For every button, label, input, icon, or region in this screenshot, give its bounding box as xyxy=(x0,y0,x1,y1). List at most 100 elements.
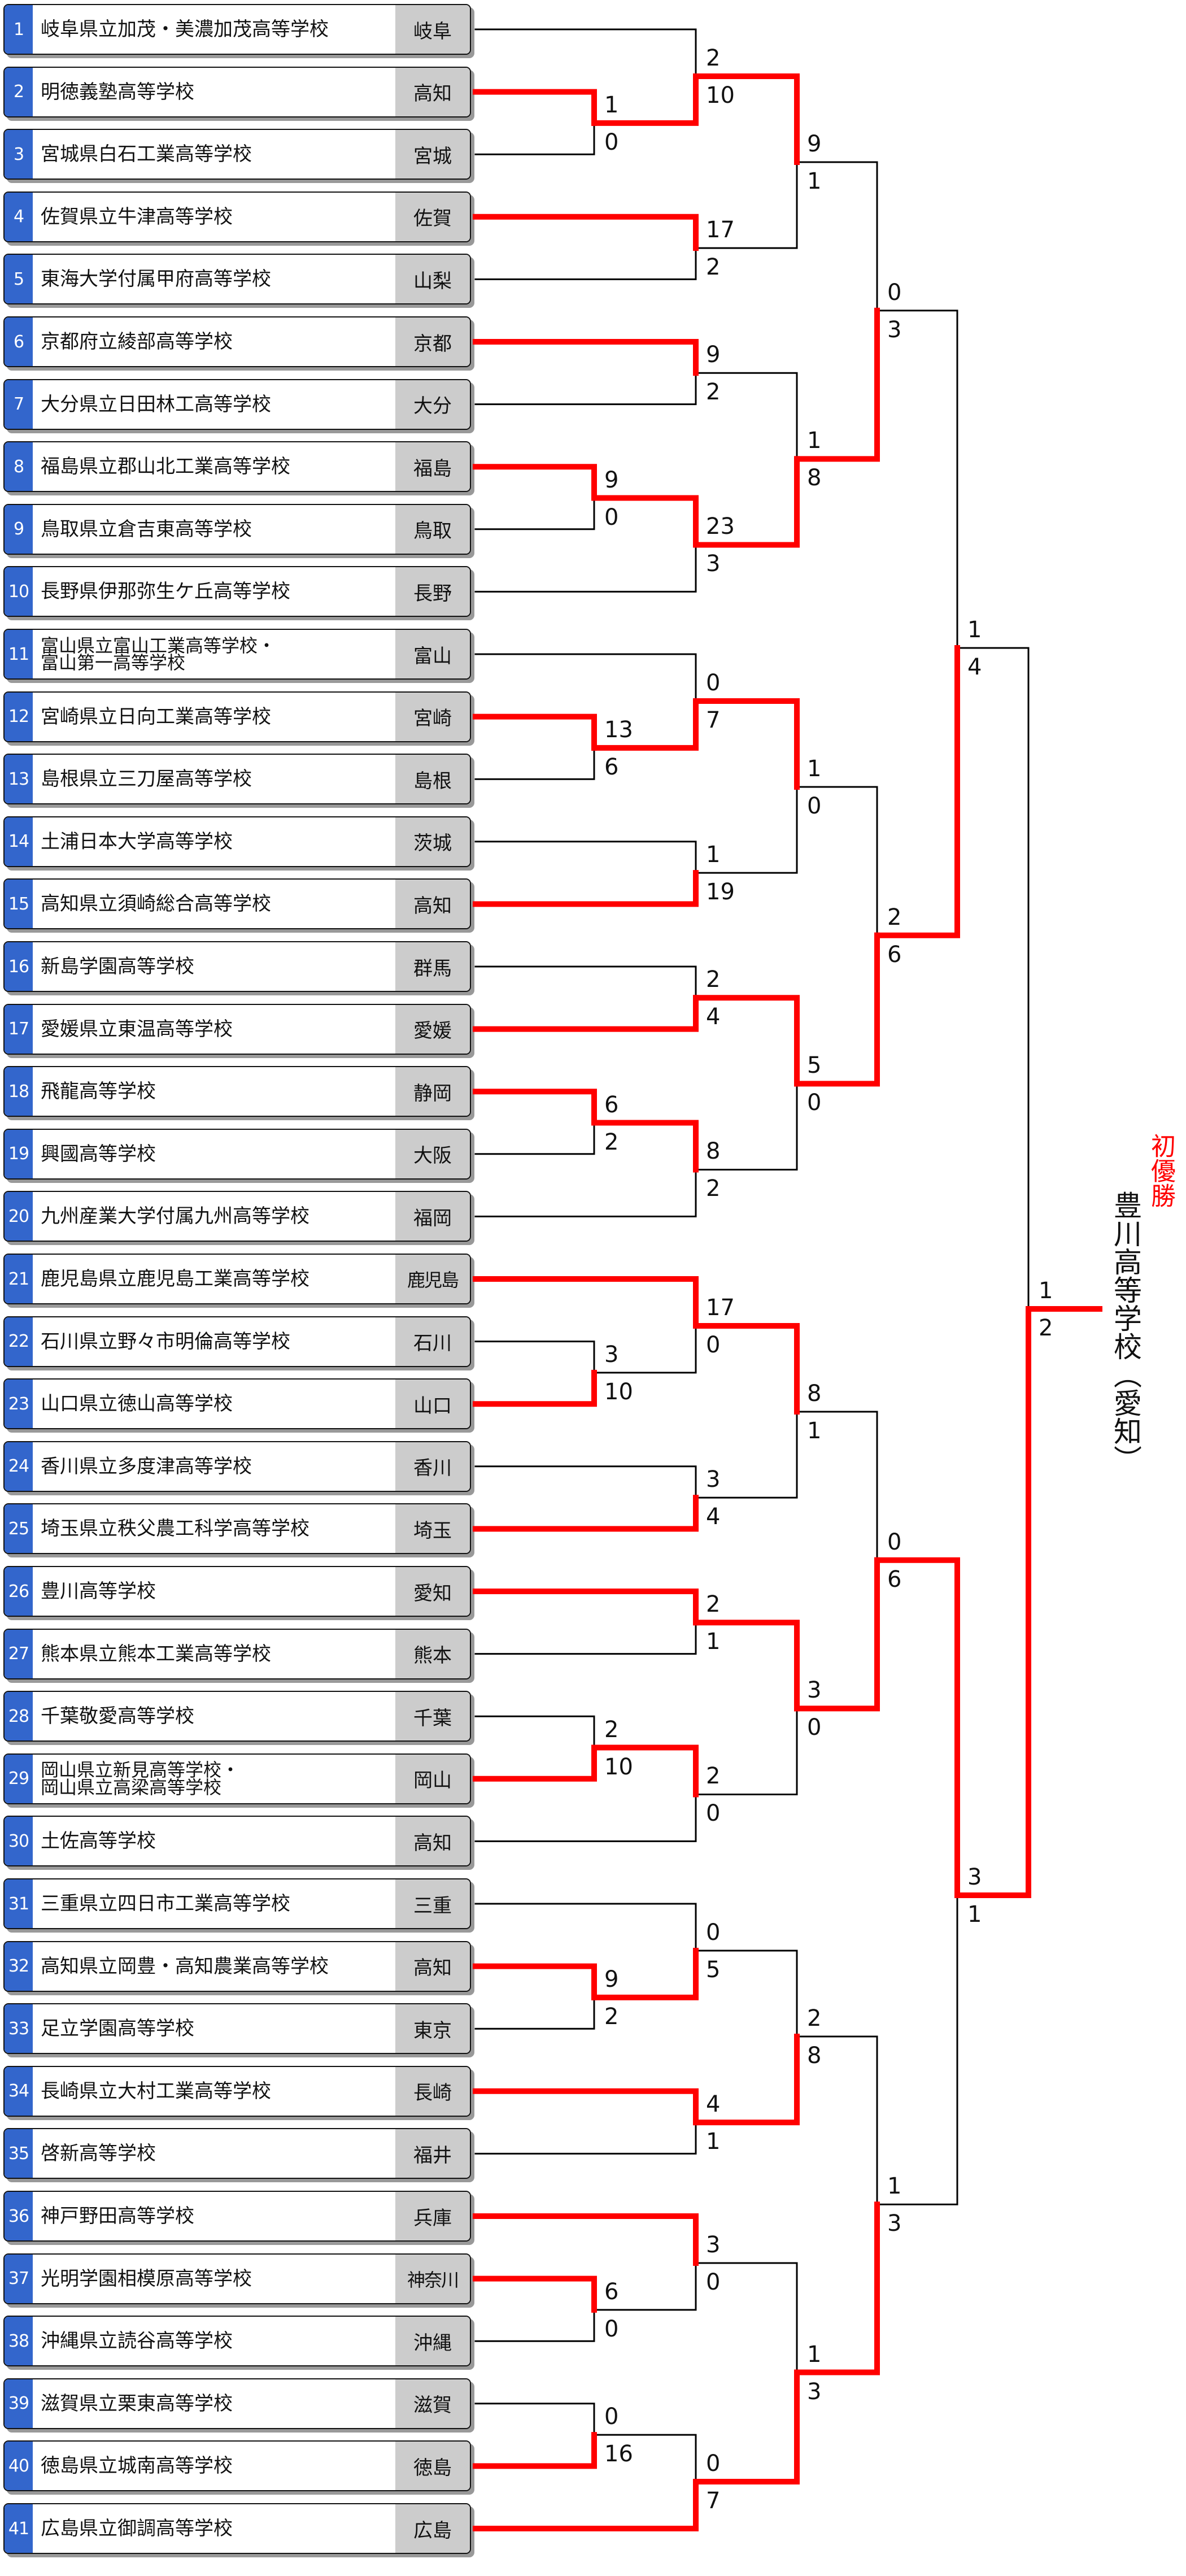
school-name: 石川県立野々市明倫高等学校 xyxy=(41,1330,290,1353)
score-top: 1 xyxy=(1039,1278,1053,1304)
winner-path xyxy=(693,995,800,1087)
score-bottom: 6 xyxy=(887,941,902,968)
seed-number: 30 xyxy=(5,1817,33,1866)
score-bottom: 2 xyxy=(604,2003,619,2030)
winner-path xyxy=(473,1369,597,1407)
bracket-line xyxy=(474,247,697,280)
score-bottom: 6 xyxy=(604,754,619,780)
score-bottom: 4 xyxy=(706,1504,721,1530)
seed-number: 29 xyxy=(5,1754,33,1803)
seed-number: 10 xyxy=(5,567,33,616)
bracket-line xyxy=(474,1715,595,1748)
school-name: 光明学園相模原高等学校 xyxy=(41,2267,252,2290)
score-top: 1 xyxy=(967,617,982,643)
score-top: 0 xyxy=(706,2451,721,2477)
winner-path xyxy=(473,995,699,1032)
prefecture: 高知 xyxy=(395,1817,470,1866)
school-name: 沖縄県立読谷高等学校 xyxy=(41,2330,233,2353)
seed-number: 12 xyxy=(5,692,33,741)
winner-path xyxy=(954,1306,1031,1898)
school-name: 京都府立綾部高等学校 xyxy=(41,330,233,353)
winner-path xyxy=(473,464,597,501)
prefecture: 熊本 xyxy=(395,1629,470,1678)
score-top: 3 xyxy=(604,1341,619,1368)
prefecture: 埼玉 xyxy=(395,1504,470,1554)
bracket-line xyxy=(474,1341,595,1374)
school-name: 山口県立徳山高等学校 xyxy=(41,1393,233,1416)
seed-number: 18 xyxy=(5,1067,33,1116)
winner-path xyxy=(473,1744,597,1782)
prefecture: 大阪 xyxy=(395,1129,470,1178)
score-top: 0 xyxy=(604,2404,619,2430)
score-top: 2 xyxy=(807,2005,822,2032)
score-bottom: 8 xyxy=(807,465,822,491)
prefecture: 広島 xyxy=(395,2504,470,2553)
score-bottom: 7 xyxy=(706,2488,721,2514)
seed-number: 41 xyxy=(5,2504,33,2553)
score-bottom: 0 xyxy=(604,129,619,155)
score-top: 6 xyxy=(604,2278,619,2305)
school-name: 鳥取県立倉吉東高等学校 xyxy=(41,517,252,541)
seed-number: 34 xyxy=(5,2066,33,2116)
seed-number: 40 xyxy=(5,2442,33,2491)
seed-number: 28 xyxy=(5,1692,33,1741)
seed-number: 22 xyxy=(5,1317,33,1366)
bracket-line xyxy=(593,2434,697,2483)
score-bottom: 0 xyxy=(604,504,619,530)
bracket-line xyxy=(474,1465,697,1499)
prefecture: 大分 xyxy=(395,380,470,429)
winner-path xyxy=(591,495,699,548)
score-top: 3 xyxy=(967,1864,982,1890)
prefecture: 長野 xyxy=(395,567,470,616)
winner-path xyxy=(473,1276,699,1329)
seed-number: 13 xyxy=(5,755,33,804)
school-name: 啓新高等学校 xyxy=(41,2142,156,2165)
score-top: 2 xyxy=(887,904,902,930)
winner-path xyxy=(473,2275,597,2313)
school-name: 佐賀県立牛津高等学校 xyxy=(41,205,233,228)
bracket-line xyxy=(695,1707,798,1795)
seed-number: 21 xyxy=(5,1255,33,1303)
bracket-line xyxy=(474,372,697,406)
school-name: 鹿児島県立鹿児島工業高等学校 xyxy=(41,1268,309,1290)
bracket-line xyxy=(474,1621,697,1655)
prefecture: 高知 xyxy=(395,67,470,116)
school-name: 豊川高等学校 xyxy=(41,1580,156,1603)
score-bottom: 2 xyxy=(706,254,721,281)
school-name: 熊本県立熊本工業高等学校 xyxy=(41,1642,271,1665)
winner-path xyxy=(473,2432,597,2469)
bracket-line xyxy=(876,310,958,649)
seed-number: 24 xyxy=(5,1442,33,1491)
score-top: 8 xyxy=(706,1138,721,1165)
score-bottom: 0 xyxy=(807,793,822,820)
seed-number: 14 xyxy=(5,817,33,866)
score-top: 2 xyxy=(706,1591,721,1618)
seed-number: 32 xyxy=(5,1942,33,1991)
school-name: 香川県立多度津高等学校 xyxy=(41,1455,252,1478)
prefecture: 徳島 xyxy=(395,2442,470,2491)
winner-path xyxy=(473,89,597,126)
seed-number: 35 xyxy=(5,2129,33,2178)
score-top: 9 xyxy=(604,467,619,493)
seed-number: 5 xyxy=(5,255,33,304)
school-name: 明徳義塾高等学校 xyxy=(41,80,194,103)
score-top: 17 xyxy=(706,1294,735,1321)
score-top: 8 xyxy=(807,1381,822,1407)
score-bottom: 1 xyxy=(807,1418,822,1444)
seed-number: 31 xyxy=(5,1879,33,1928)
bracket-line xyxy=(474,28,697,77)
seed-number: 19 xyxy=(5,1129,33,1178)
seed-number: 3 xyxy=(5,130,33,179)
seed-number: 6 xyxy=(5,317,33,366)
